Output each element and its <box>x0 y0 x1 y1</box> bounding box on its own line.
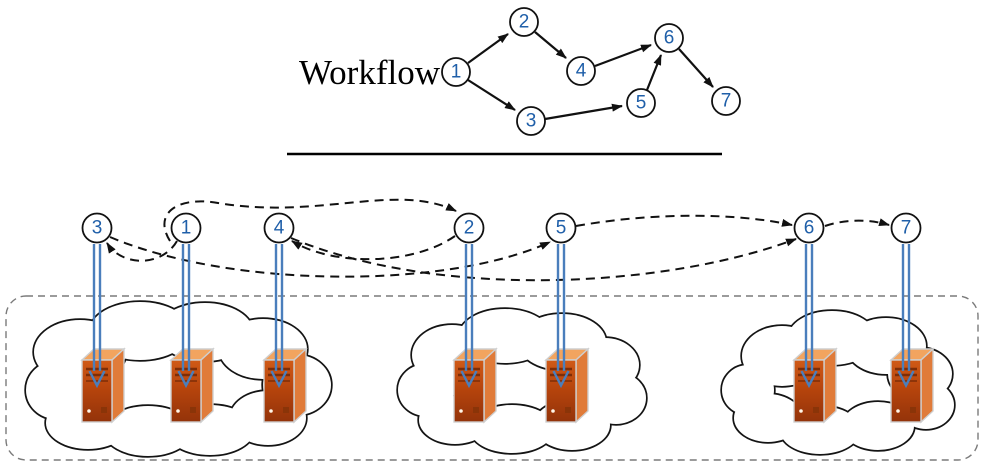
assignment-arrow-task-7 <box>897 244 915 389</box>
task-node-4: 4 <box>263 212 295 244</box>
task-node-3-label: 3 <box>92 218 103 239</box>
workflow-node-4-circle <box>566 56 596 86</box>
workflow-node-5: 5 <box>626 88 656 118</box>
workflow-node-7: 7 <box>711 86 741 116</box>
workflow-node-1-circle <box>441 57 471 87</box>
dependency-arrow-5-6 <box>575 214 793 227</box>
assignment-arrow-task-1 <box>177 244 195 389</box>
workflow-node-2-circle <box>509 7 539 37</box>
assignment-arrow-task-6 <box>800 244 818 389</box>
task-node-2-circle <box>453 212 485 244</box>
task-node-2-label: 2 <box>464 218 475 239</box>
task-node-5-label: 5 <box>556 218 567 239</box>
task-node-1-circle <box>170 212 202 244</box>
task-node-3: 3 <box>81 212 113 244</box>
dependency-arrow-1-2 <box>163 198 457 242</box>
workflow-node-3-label: 3 <box>526 111 537 132</box>
workflow-edge-6-7 <box>678 48 714 88</box>
workflow-node-3-circle <box>516 106 546 136</box>
workflow-edge-2-4 <box>534 31 567 59</box>
server-1-icon <box>80 347 126 424</box>
task-node-3-circle <box>81 212 113 244</box>
workflow-edge-1-3 <box>467 79 516 111</box>
server-3-icon <box>262 347 308 424</box>
workflow-node-2-label: 2 <box>519 12 530 33</box>
task-node-4-circle <box>263 212 295 244</box>
task-node-5: 5 <box>545 212 577 244</box>
task-node-6-label: 6 <box>804 218 815 239</box>
task-node-7-circle <box>890 212 922 244</box>
workflow-node-2: 2 <box>509 7 539 37</box>
assignment-arrow-task-5 <box>552 244 570 389</box>
task-node-1: 1 <box>170 212 202 244</box>
workflow-node-6-label: 6 <box>664 28 675 49</box>
server-7-icon <box>889 347 935 424</box>
cloud-2 <box>396 307 648 455</box>
task-node-6-circle <box>793 212 825 244</box>
workflow-node-3: 3 <box>516 106 546 136</box>
assignment-arrows <box>88 244 915 389</box>
task-node-4-label: 4 <box>274 218 285 239</box>
workflow-edge-4-6 <box>594 43 652 68</box>
workflow-edges <box>467 31 714 121</box>
task-node-6: 6 <box>793 212 825 244</box>
workflow-node-6-circle <box>654 23 684 53</box>
server-5-icon <box>544 347 590 424</box>
server-6-icon <box>792 347 838 424</box>
workflow-node-5-circle <box>626 88 656 118</box>
workflow-node-4-label: 4 <box>576 61 587 82</box>
server-2-icon <box>169 347 215 424</box>
task-node-2: 2 <box>453 212 485 244</box>
workflow-node-4: 4 <box>566 56 596 86</box>
task-node-7-label: 7 <box>901 218 912 239</box>
workflow-edge-5-6 <box>645 54 663 91</box>
datacenter-boundary <box>5 295 979 461</box>
workflow-edge-3-5 <box>544 103 623 121</box>
dependency-arrow-4-6 <box>290 237 797 282</box>
task-nodes: 3 1 4 2 5 6 7 <box>81 212 922 244</box>
workflow-node-1-label: 1 <box>451 62 462 83</box>
workflow-title: Workflow <box>299 53 441 92</box>
dependency-arrow-1-3 <box>106 240 178 262</box>
task-node-1-label: 1 <box>181 218 192 239</box>
workflow-node-5-label: 5 <box>636 93 647 114</box>
workflow-node-7-label: 7 <box>721 91 732 112</box>
assignment-arrow-task-3 <box>88 244 106 389</box>
server-4-icon <box>452 347 498 424</box>
workflow-nodes: 1 2 3 4 5 6 7 <box>441 7 741 136</box>
workflow-edge-1-2 <box>467 33 509 64</box>
dependency-arrows <box>106 198 890 282</box>
task-node-7: 7 <box>890 212 922 244</box>
workflow-node-7-circle <box>711 86 741 116</box>
workflow-node-6: 6 <box>654 23 684 53</box>
dependency-arrow-2-4 <box>291 235 456 261</box>
assignment-arrow-task-2 <box>460 244 478 389</box>
dependency-arrow-6-7 <box>824 218 890 227</box>
dependency-arrow-3-5 <box>109 236 551 278</box>
workflow-node-1: 1 <box>441 57 471 87</box>
task-node-5-circle <box>545 212 577 244</box>
assignment-arrow-task-4 <box>270 244 288 389</box>
